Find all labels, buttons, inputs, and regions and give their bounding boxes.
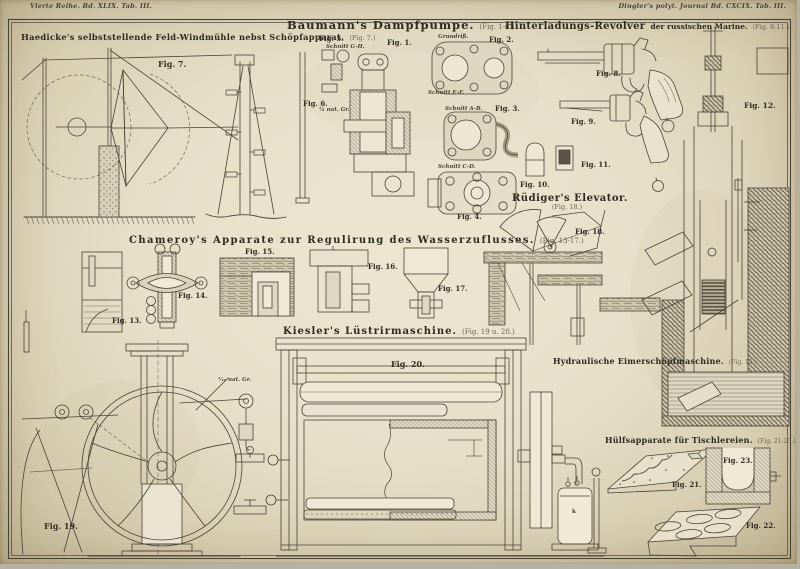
annotation-schnitt-ab: Schnitt A-B. [445, 106, 483, 112]
annotation-schnitt-gh: Schnitt G-H. [326, 44, 365, 50]
fig6-label: Fig. 6. [303, 99, 328, 108]
fig9-label: Fig. 9. [571, 117, 596, 126]
fig12-hydraulic-drawing [599, 26, 790, 427]
fig1-label: Fig. 1. [387, 38, 412, 47]
section-title-hydraulic: Hydraulische Eimerschöpfmaschine. (Fig. … [553, 350, 757, 368]
section-title-pump: Baumann's Dampfpumpe. (Fig. 1-6.) [287, 15, 514, 33]
section-title-chameroy: Chameroy's Apparate zur Regulirung des W… [129, 229, 584, 247]
chameroy-figref: (Fig. 13-17.) [539, 237, 584, 245]
pump-title-text: Baumann's Dampfpumpe. [287, 18, 475, 32]
fig19-machine-drawing [20, 339, 254, 557]
annotation-grundriss: Grundriß. [438, 34, 469, 40]
hydraulic-title-text: Hydraulische Eimerschöpfmaschine. [553, 356, 724, 366]
figs13-17-chameroy-drawing [23, 243, 449, 515]
fig19-label: Fig. 19. [44, 521, 78, 531]
fig17-label: Fig. 17. [438, 284, 468, 293]
fig4-label: Fig. 4. [457, 212, 482, 221]
windmill-figref: (Fig. 7.) [349, 34, 376, 42]
fig11-label: Fig. 11. [581, 160, 611, 169]
elevator-title-text: Rüdiger's Elevator. [512, 193, 628, 204]
section-title-revolver: Hinterladungs-Revolver der russischen Ma… [505, 15, 789, 33]
section-title-kiesler: Kiesler's Lüstrirmaschine. (Fig. 19 u. 2… [283, 320, 515, 338]
fig14-label: Fig. 14. [178, 291, 208, 300]
hydraulic-figref: (Fig. 12.) [728, 359, 757, 366]
annotation-schnitt-cd: Schnitt C-D. [438, 164, 476, 170]
fig18-elevator-drawing [483, 209, 606, 345]
revolver-figref: (Fig. 8-11.) [752, 23, 790, 31]
windmill-title-text: Haedicke's selbststellende Feld-Windmühl… [21, 32, 345, 42]
kiesler-figref: (Fig. 19 u. 20.) [462, 328, 515, 336]
elevator-figref: (Fig. 18.) [551, 203, 583, 211]
fig12-label: Fig. 12. [744, 101, 776, 110]
fig8-label: Fig. 8. [596, 69, 621, 78]
fig22-label: Fig. 22. [746, 521, 776, 530]
annotation-boiler-k: k [572, 509, 576, 515]
annotation-scale-kiesler: ¹⁄₁₀ nat. Gr. [218, 377, 251, 383]
section-title-elevator: Rüdiger's Elevator. (Fig. 18.) [512, 193, 628, 211]
fig7-label: Fig. 7. [158, 59, 187, 69]
kiesler-title-text: Kiesler's Lüstrirmaschine. [283, 326, 457, 337]
fig16-label: Fig. 16. [368, 262, 398, 271]
section-title-windmill: Haedicke's selbststellende Feld-Windmühl… [21, 26, 376, 44]
figs1-6-dampfpumpe-drawing [295, 41, 519, 215]
figs21-23-joinery-drawing [587, 447, 781, 557]
fig5-label: Fig. 5. [319, 34, 344, 43]
revolver-title-text: Hinterladungs-Revolver [505, 21, 646, 32]
fig21-label: Fig. 21. [672, 480, 702, 489]
annotation-scale-pump: ¼ nat. Gr. [319, 107, 350, 113]
fig18-label: Fig. 18. [575, 227, 605, 236]
fig7-windmill-drawing [21, 47, 287, 224]
pump-figref: (Fig. 1-6.) [479, 23, 515, 31]
revolver-subtitle-text: der russischen Marine. [650, 22, 748, 31]
fig2-label: Fig. 2. [489, 35, 514, 44]
annotation-schnitt-ef: Schnitt E-F. [428, 90, 465, 96]
fig23-label: Fig. 23. [723, 456, 753, 465]
figs8-11-revolver-drawing [525, 37, 684, 192]
fig10-label: Fig. 10. [520, 180, 550, 189]
fig15-label: Fig. 15. [245, 247, 275, 256]
fig20-luestrirmaschine-drawing [265, 337, 604, 557]
header-left: Vierte Reihe. Bd. XLIX. Tab. III. [30, 2, 153, 10]
section-title-joinery: Hülfsapparate für Tischlereien. (Fig. 21… [605, 429, 795, 447]
fig3-label: Fig. 3. [495, 104, 520, 113]
chameroy-title-text: Chameroy's Apparate zur Regulirung des W… [129, 235, 535, 246]
joinery-figref: (Fig. 21-23.) [757, 438, 796, 445]
fig13-label: Fig. 13. [112, 316, 142, 325]
fig20-label: Fig. 20. [391, 359, 425, 369]
header-right: Dingler's polyt. Journal Bd. CXCIX. Tab.… [618, 2, 786, 10]
joinery-title-text: Hülfsapparate für Tischlereien. [605, 435, 753, 445]
